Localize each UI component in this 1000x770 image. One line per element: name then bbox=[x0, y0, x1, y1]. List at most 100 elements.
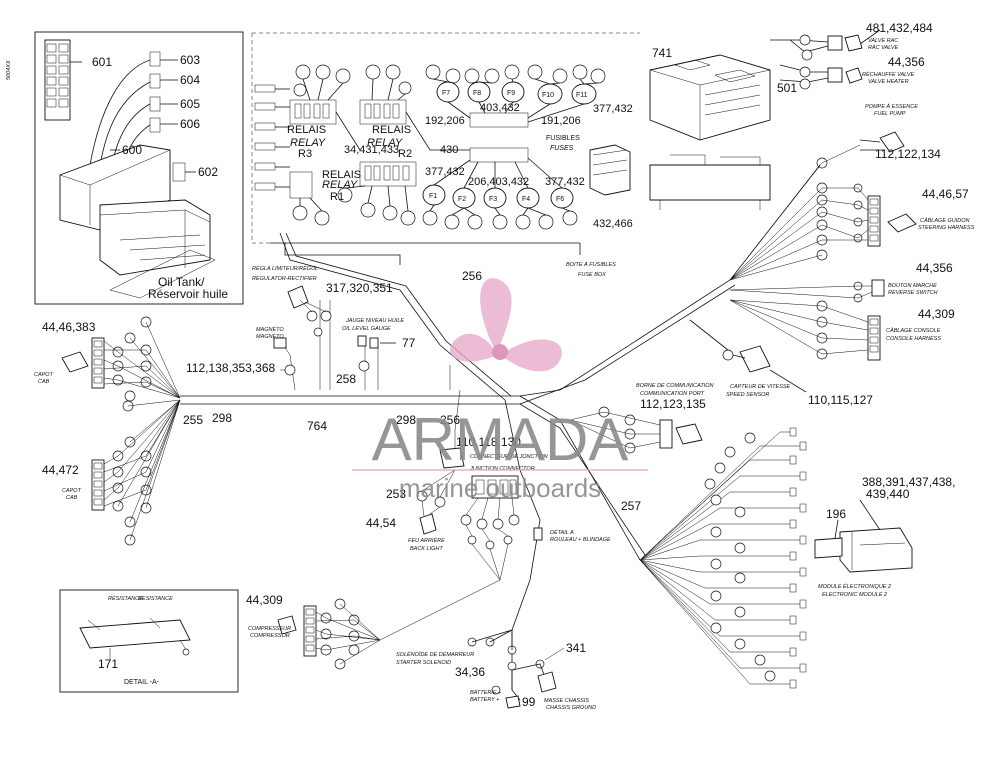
ref-377432a: 377,432 bbox=[593, 103, 633, 115]
console-harness-group: 44,309 CÂBLAGE CONSOLE CONSOLE HARNESS bbox=[867, 307, 955, 361]
ground-en: CHASSIS GROUND bbox=[546, 705, 596, 711]
battery-fr: BATTERIE + bbox=[470, 690, 502, 696]
ref-298-left: 298 bbox=[212, 411, 232, 425]
cap-bottom-group: 44,472 CAPOT CAB bbox=[42, 399, 181, 546]
rear-light-fr: FEU ARRIÈRE bbox=[408, 537, 445, 544]
detail-a-fr: DÉTAIL A bbox=[550, 529, 574, 536]
speed-sensor-group: CAPTEUR DE VITESSE SPEED SENSOR 110,115,… bbox=[689, 319, 873, 407]
relay-r3-id: R3 bbox=[298, 148, 312, 160]
fuse-f3: F3 bbox=[489, 196, 497, 203]
fuse-box-3d-view: 741 501 bbox=[589, 46, 797, 210]
ref-192206: 192,206 bbox=[425, 115, 465, 127]
module-refs-b: 439,440 bbox=[866, 487, 910, 501]
ref-601: 601 bbox=[92, 55, 112, 69]
fuse-f6: F6 bbox=[556, 196, 564, 203]
valve-heater-fr: RÉCHAUFFE VALVE bbox=[862, 71, 915, 78]
fuel-pump-fr: POMPE À ESSENCE bbox=[865, 103, 918, 110]
fuse-box-caption-en: FUSE BOX bbox=[578, 272, 606, 278]
fuse-f8: F8 bbox=[473, 90, 481, 97]
module-en: ELECTRONIC MODULE 2 bbox=[822, 592, 887, 598]
ref-605: 605 bbox=[180, 97, 200, 111]
relay-r1: RELAY bbox=[322, 179, 358, 191]
ref-430: 430 bbox=[440, 144, 458, 156]
cap-bottom-fr: CAPOT bbox=[62, 488, 82, 494]
ground-fr: MASSE CHASSIS bbox=[544, 698, 589, 704]
ref-191206: 191,206 bbox=[541, 115, 581, 127]
fuel-pump-en: FUEL PUMP bbox=[874, 111, 906, 117]
relay-r2: RELAY bbox=[367, 137, 403, 149]
ref-257: 257 bbox=[621, 499, 641, 513]
ref-377432b: 377,432 bbox=[425, 166, 465, 178]
ref-377432c: 377,432 bbox=[545, 176, 585, 188]
cap-top-en: CAB bbox=[38, 379, 50, 385]
fuel-pump-group: POMPE À ESSENCE FUEL PUMP 112,122,134 bbox=[859, 103, 941, 161]
magneto-en: MAGNETO bbox=[256, 334, 284, 340]
speed-sensor-en: SPEED SENSOR bbox=[726, 392, 769, 398]
fusibles-label: FUSIBLES bbox=[546, 135, 580, 142]
cap-top-group: 44,46,383 CAPOT CAB bbox=[34, 316, 181, 412]
side-code: 5004XX bbox=[6, 60, 12, 80]
ref-600: 600 bbox=[122, 143, 142, 157]
module-fr: MODULE ÉLECTRONIQUE 2 bbox=[818, 583, 891, 590]
magneto-group: MAGNÉTO MAGNETO 112,138,353,368 bbox=[186, 326, 296, 376]
resistance-label-fr: RÉSISTANCE bbox=[108, 595, 143, 602]
watermark-logo bbox=[449, 278, 562, 372]
fuse-f4: F4 bbox=[522, 196, 530, 203]
relais-r3: RELAIS bbox=[287, 124, 326, 136]
steering-refs: 44,46,57 bbox=[922, 187, 969, 201]
ref-256-mid: 256 bbox=[440, 413, 460, 427]
compressor-en: COMPRESSOR bbox=[250, 633, 290, 639]
harness-refs: 112,138,353,368 bbox=[186, 361, 276, 375]
ref-606: 606 bbox=[180, 117, 200, 131]
comm-port-refs: 112,123,135 bbox=[640, 397, 706, 411]
regulator-en: REGULATOR-RECTIFIER bbox=[252, 276, 317, 282]
module-refs-a: 388,391,437,438, bbox=[862, 475, 955, 489]
fuse-box-panel: RELAIS RELAY R3 RELAIS RELAY R2 RELAIS R… bbox=[251, 32, 797, 278]
valve-heater-en: VALVE HEATER bbox=[868, 79, 909, 85]
electronic-module-group: 388,391,437,438, 439,440 196 MODULE ÉLEC… bbox=[814, 475, 955, 598]
relay-refs: 34,431,433 bbox=[344, 144, 399, 156]
relay-r1-id: R1 bbox=[330, 191, 344, 203]
solenoid-en: STARTER SOLENOID bbox=[396, 660, 451, 666]
rac-valve-fr: VALVE RAC bbox=[868, 38, 898, 44]
fuse-f10: F10 bbox=[542, 92, 554, 99]
reverse-refs: 44,356 bbox=[916, 261, 953, 275]
watermark-tagline: marine outboards bbox=[399, 473, 601, 503]
junction-refs: 110,118,130 bbox=[456, 435, 521, 449]
compressor-refs: 44,309 bbox=[246, 593, 283, 607]
valve-heater-group: 44,356 RÉCHAUFFE VALVE VALVE HEATER bbox=[779, 55, 925, 90]
module-ref-196: 196 bbox=[826, 507, 846, 521]
fuse-f11: F11 bbox=[576, 92, 588, 99]
fuse-f7: F7 bbox=[442, 90, 450, 97]
comm-port-group: BORNE DE COMMUNICATION COMMUNICATION POR… bbox=[569, 383, 714, 454]
compressor-fr: COMPRESSEUR bbox=[248, 626, 291, 632]
ref-34-36: 34,36 bbox=[455, 665, 485, 679]
relais-r1: RELAIS bbox=[322, 169, 361, 181]
speed-sensor-refs: 110,115,127 bbox=[808, 393, 873, 407]
cap-top-fr: CAPOT bbox=[34, 372, 54, 378]
rac-valve-en: RAC VALVE bbox=[868, 45, 899, 51]
ref-604: 604 bbox=[180, 73, 200, 87]
rac-valve-refs: 481,432,484 bbox=[866, 21, 933, 35]
cap-bottom-en: CAB bbox=[66, 495, 78, 501]
ref-256-top: 256 bbox=[462, 269, 482, 283]
rear-light-en: BACK LIGHT bbox=[410, 546, 443, 552]
rac-valve-group: 481,432,484 VALVE RAC RAC VALVE bbox=[770, 21, 933, 61]
ref-603: 603 bbox=[180, 53, 200, 67]
main-harness: 256 258 764 298 298 255 256 257 bbox=[180, 164, 821, 690]
rear-light-refs: 44,54 bbox=[366, 516, 396, 530]
ref-741: 741 bbox=[652, 46, 672, 60]
oil-level-group: JAUGE NIVEAU HUILE OIL LEVEL GAUGE 77 bbox=[342, 318, 416, 372]
cap-top-refs: 44,46,383 bbox=[42, 320, 96, 334]
oil-tank-panel: 601 603 604 605 606 600 602 Oil Tank/ Ré… bbox=[34, 31, 244, 305]
junction-fr: CONNECTEUR DE JONCTION bbox=[470, 454, 548, 460]
junction-group: 110,118,130 CONNECTEUR DE JONCTION JUNCT… bbox=[439, 435, 548, 581]
relay-r3: RELAY bbox=[290, 137, 326, 149]
comm-port-en: COMMUNICATION PORT bbox=[640, 391, 705, 397]
watermark: ARMADA marine outboards bbox=[352, 278, 648, 503]
oil-tank-caption: Oil Tank/ bbox=[158, 275, 205, 289]
reverse-en: REVERSE SWITCH bbox=[888, 290, 938, 296]
valve-heater-refs: 44,356 bbox=[888, 55, 925, 69]
reverse-switch-group: 44,356 BOUTON MARCHE REVERSE SWITCH bbox=[871, 261, 953, 297]
ref-341: 341 bbox=[566, 641, 586, 655]
